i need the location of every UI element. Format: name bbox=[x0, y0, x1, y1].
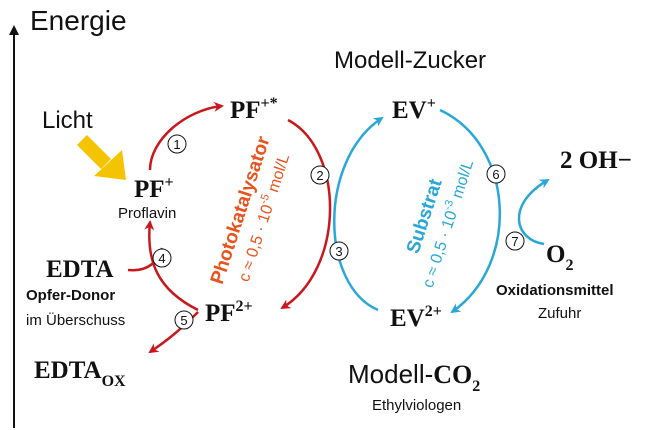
step-marker-2: 2 bbox=[310, 165, 330, 185]
svg-text:1: 1 bbox=[173, 137, 180, 152]
step5-arrow bbox=[148, 311, 199, 354]
proflavin-label: Proflavin bbox=[118, 205, 176, 222]
light-arrow-icon bbox=[77, 135, 126, 180]
modell-co2-label: Modell-CO2 bbox=[348, 359, 480, 395]
oxidant-role: Oxidationsmittel bbox=[496, 282, 614, 299]
step-marker-4: 4 bbox=[152, 248, 172, 268]
step1-arrow bbox=[148, 101, 224, 171]
svg-text:7: 7 bbox=[511, 234, 518, 249]
svg-text:3: 3 bbox=[335, 244, 342, 259]
ethylviologen-label: Ethylviologen bbox=[372, 397, 461, 414]
edta-label: EDTA bbox=[46, 256, 114, 283]
step6-substrate-arrow bbox=[439, 108, 502, 314]
step-marker-1: 1 bbox=[167, 134, 187, 154]
oxygen-reduction-arrow bbox=[517, 178, 550, 246]
pf-ground: PF+ bbox=[134, 174, 174, 203]
step-marker-3: 3 bbox=[329, 241, 349, 261]
step2-arrow bbox=[280, 118, 332, 310]
light-label: Licht bbox=[42, 107, 93, 134]
oxidant-note: Zufuhr bbox=[538, 305, 581, 322]
donor-note: im Überschuss bbox=[26, 311, 125, 329]
step4-arrow bbox=[144, 220, 199, 312]
svg-text:2: 2 bbox=[316, 168, 323, 183]
pf-excited: PF+* bbox=[230, 95, 278, 124]
ev-reduced: EV2+ bbox=[390, 303, 442, 332]
hydroxide-label: 2 OH− bbox=[560, 147, 632, 174]
svg-text:4: 4 bbox=[158, 251, 165, 266]
oxygen-label: O2 bbox=[546, 241, 573, 274]
donor-role: Opfer-Donor bbox=[26, 287, 115, 304]
ev-oxidized: EV+ bbox=[392, 95, 436, 124]
step-marker-5: 5 bbox=[174, 310, 194, 330]
energy-axis-label: Energie bbox=[30, 5, 127, 36]
step2-substrate-arrow bbox=[333, 116, 384, 312]
modell-zucker-label: Modell-Zucker bbox=[334, 47, 486, 74]
svg-text:6: 6 bbox=[492, 167, 499, 182]
step-marker-7: 7 bbox=[505, 231, 525, 251]
step-marker-6: 6 bbox=[486, 164, 506, 184]
edta-ox-label: EDTAOX bbox=[34, 357, 126, 390]
svg-text:5: 5 bbox=[180, 313, 187, 328]
pf-reduced: PF2+ bbox=[205, 298, 253, 327]
